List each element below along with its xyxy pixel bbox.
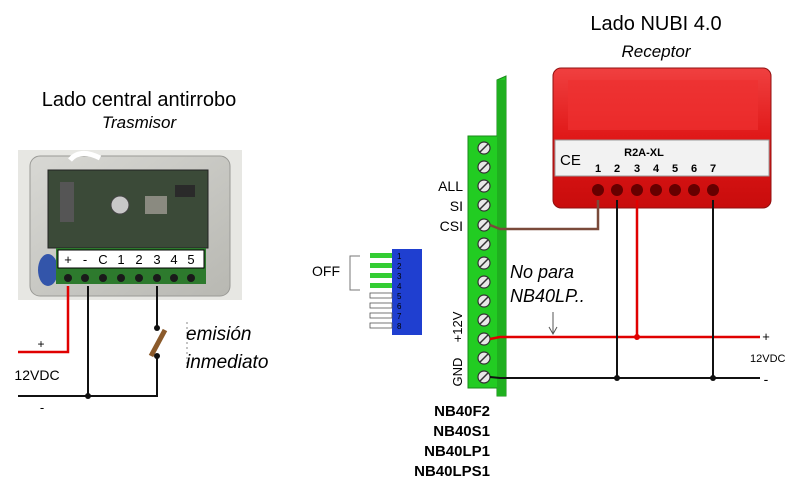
tx-terminal-label: - xyxy=(83,252,87,267)
dip-number: 4 xyxy=(397,282,402,291)
dip-off-label: OFF xyxy=(312,263,340,279)
dip-number: 6 xyxy=(397,302,402,311)
tx-minus-label: - xyxy=(40,400,44,415)
terminal-csi-label: CSI xyxy=(440,218,463,234)
rx-minus-label: - xyxy=(764,371,769,387)
dip-number: 8 xyxy=(397,322,402,331)
terminal-si-label: SI xyxy=(450,198,463,214)
transmitter-terminals: + - C 1 2 3 4 5 xyxy=(64,252,194,267)
transmitter-subtitle: Trasmisor xyxy=(102,113,178,132)
gnd-wire xyxy=(489,376,760,379)
tx-plus-wire xyxy=(18,286,70,354)
switch-label-inmediato: inmediato xyxy=(186,352,268,373)
switch-icon xyxy=(148,328,168,358)
dip-off-bracket xyxy=(349,255,360,291)
transmitter-photo: + - C 1 2 3 4 5 xyxy=(18,150,242,300)
rx-terminal-label: 4 xyxy=(653,163,660,175)
receiver-title: Lado NUBI 4.0 xyxy=(590,13,721,35)
tx-terminal-label: C xyxy=(98,252,107,267)
model-item: NB40LPS1 xyxy=(414,463,490,480)
tx-terminal-label: 3 xyxy=(153,252,160,267)
rx-terminal-label: 1 xyxy=(595,163,601,175)
dip-number: 5 xyxy=(397,292,402,301)
switch-label-emision: emisión xyxy=(186,324,251,345)
rx-terminal-label: 5 xyxy=(672,163,678,175)
receiver-model: R2A-XL xyxy=(624,147,664,159)
dip-number: 1 xyxy=(397,252,402,261)
transmitter-title: Lado central antirrobo xyxy=(42,89,237,111)
model-list: NB40F2 NB40S1 NB40LP1 NB40LPS1 xyxy=(414,403,490,480)
rx-terminal-label: 6 xyxy=(691,163,697,175)
dip-number: 3 xyxy=(397,272,402,281)
model-item: NB40S1 xyxy=(433,423,490,440)
receiver-subtitle: Receptor xyxy=(622,42,692,61)
switch-bottom-wire xyxy=(88,356,158,397)
rx-plus-label: + xyxy=(762,329,770,344)
dip-number: 2 xyxy=(397,262,402,271)
note-line1: No para xyxy=(510,262,574,282)
tx-terminal-label: + xyxy=(64,252,72,267)
tx-voltage-label: 12VDC xyxy=(14,367,59,383)
csi-wire xyxy=(489,200,600,231)
terminal-gnd-label: GND xyxy=(450,358,465,387)
dip-number: 7 xyxy=(397,312,402,321)
terminal-block xyxy=(467,75,507,397)
note-line2: NB40LP.. xyxy=(510,286,585,306)
tx-plus-label: + xyxy=(37,337,44,351)
tx-terminal-label: 2 xyxy=(135,252,142,267)
receiver-ce-mark: CE xyxy=(560,152,581,169)
tx-terminal-label: 1 xyxy=(117,252,124,267)
tx-terminal-label: 4 xyxy=(170,252,177,267)
rx-terminal-label: 7 xyxy=(710,163,716,175)
terminal-12v-label: +12V xyxy=(450,311,465,342)
tx-terminal-label: 5 xyxy=(187,252,194,267)
rx-terminal-label: 2 xyxy=(614,163,620,175)
rx-terminal-label: 3 xyxy=(634,163,640,175)
terminal-all-label: ALL xyxy=(438,178,463,194)
plus12v-wire xyxy=(489,335,760,341)
model-item: NB40F2 xyxy=(434,403,490,420)
rx-voltage-label: 12VDC xyxy=(750,353,786,365)
dip-switch: 1 2 3 4 5 6 7 8 xyxy=(369,249,422,335)
model-item: NB40LP1 xyxy=(424,443,490,460)
receiver-photo: CE R2A-XL 1 2 3 4 5 6 7 xyxy=(552,67,772,209)
receiver-terminals: 1 2 3 4 5 6 7 xyxy=(595,163,716,175)
